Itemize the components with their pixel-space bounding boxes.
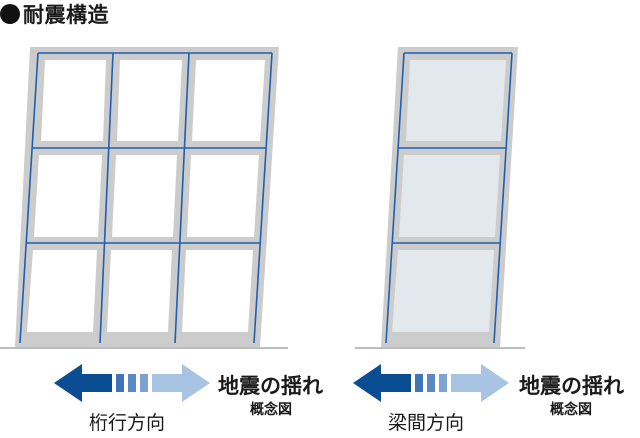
arrow-head-right-icon	[481, 364, 509, 402]
left-pane	[41, 60, 106, 141]
right-pane	[392, 250, 494, 332]
right-pane	[399, 155, 500, 237]
left-pane	[117, 60, 182, 141]
left-pane	[107, 250, 172, 332]
arrow-body-light	[152, 374, 182, 392]
arrow-segment	[415, 374, 423, 392]
page-title-text: 耐震構造	[23, 3, 109, 27]
left-column-line	[99, 52, 114, 344]
right-direction-label: 梁間方向	[388, 412, 465, 434]
right-frame	[381, 47, 518, 347]
arrow-segment	[439, 374, 447, 392]
left-motion-label: 地震の揺れ	[218, 374, 323, 398]
arrow-head-right-icon	[182, 364, 210, 402]
arrow-body-light	[451, 374, 481, 392]
left-column-line	[19, 52, 39, 344]
left-pane	[27, 250, 97, 332]
right-motion-label: 地震の揺れ	[519, 374, 624, 398]
left-concept-label: 概念図	[250, 402, 292, 418]
arrow-head-left-icon	[54, 364, 82, 402]
left-motion-arrow	[54, 364, 210, 402]
page-title: 耐震構造	[0, 0, 109, 28]
right-concept-label: 概念図	[550, 402, 592, 418]
right-column-line	[493, 52, 513, 344]
bullet-icon	[0, 4, 20, 24]
left-pane	[182, 250, 253, 332]
arrow-segment	[128, 374, 136, 392]
left-pane	[192, 60, 265, 141]
left-frame	[15, 47, 279, 347]
arrow-segment	[427, 374, 435, 392]
right-column-line	[385, 52, 405, 344]
left-column-line	[253, 52, 273, 344]
left-pane	[112, 155, 177, 237]
left-direction-label: 桁行方向	[89, 412, 166, 434]
right-motion-arrow	[353, 364, 509, 402]
arrow-segment	[140, 374, 148, 392]
left-column-line	[174, 52, 190, 344]
left-pane	[34, 155, 102, 237]
left-pane	[187, 155, 259, 237]
arrow-head-left-icon	[353, 364, 381, 402]
arrow-body-dark	[82, 374, 112, 392]
arrow-segment	[116, 374, 124, 392]
right-pane	[406, 60, 506, 141]
arrow-body-dark	[381, 374, 411, 392]
